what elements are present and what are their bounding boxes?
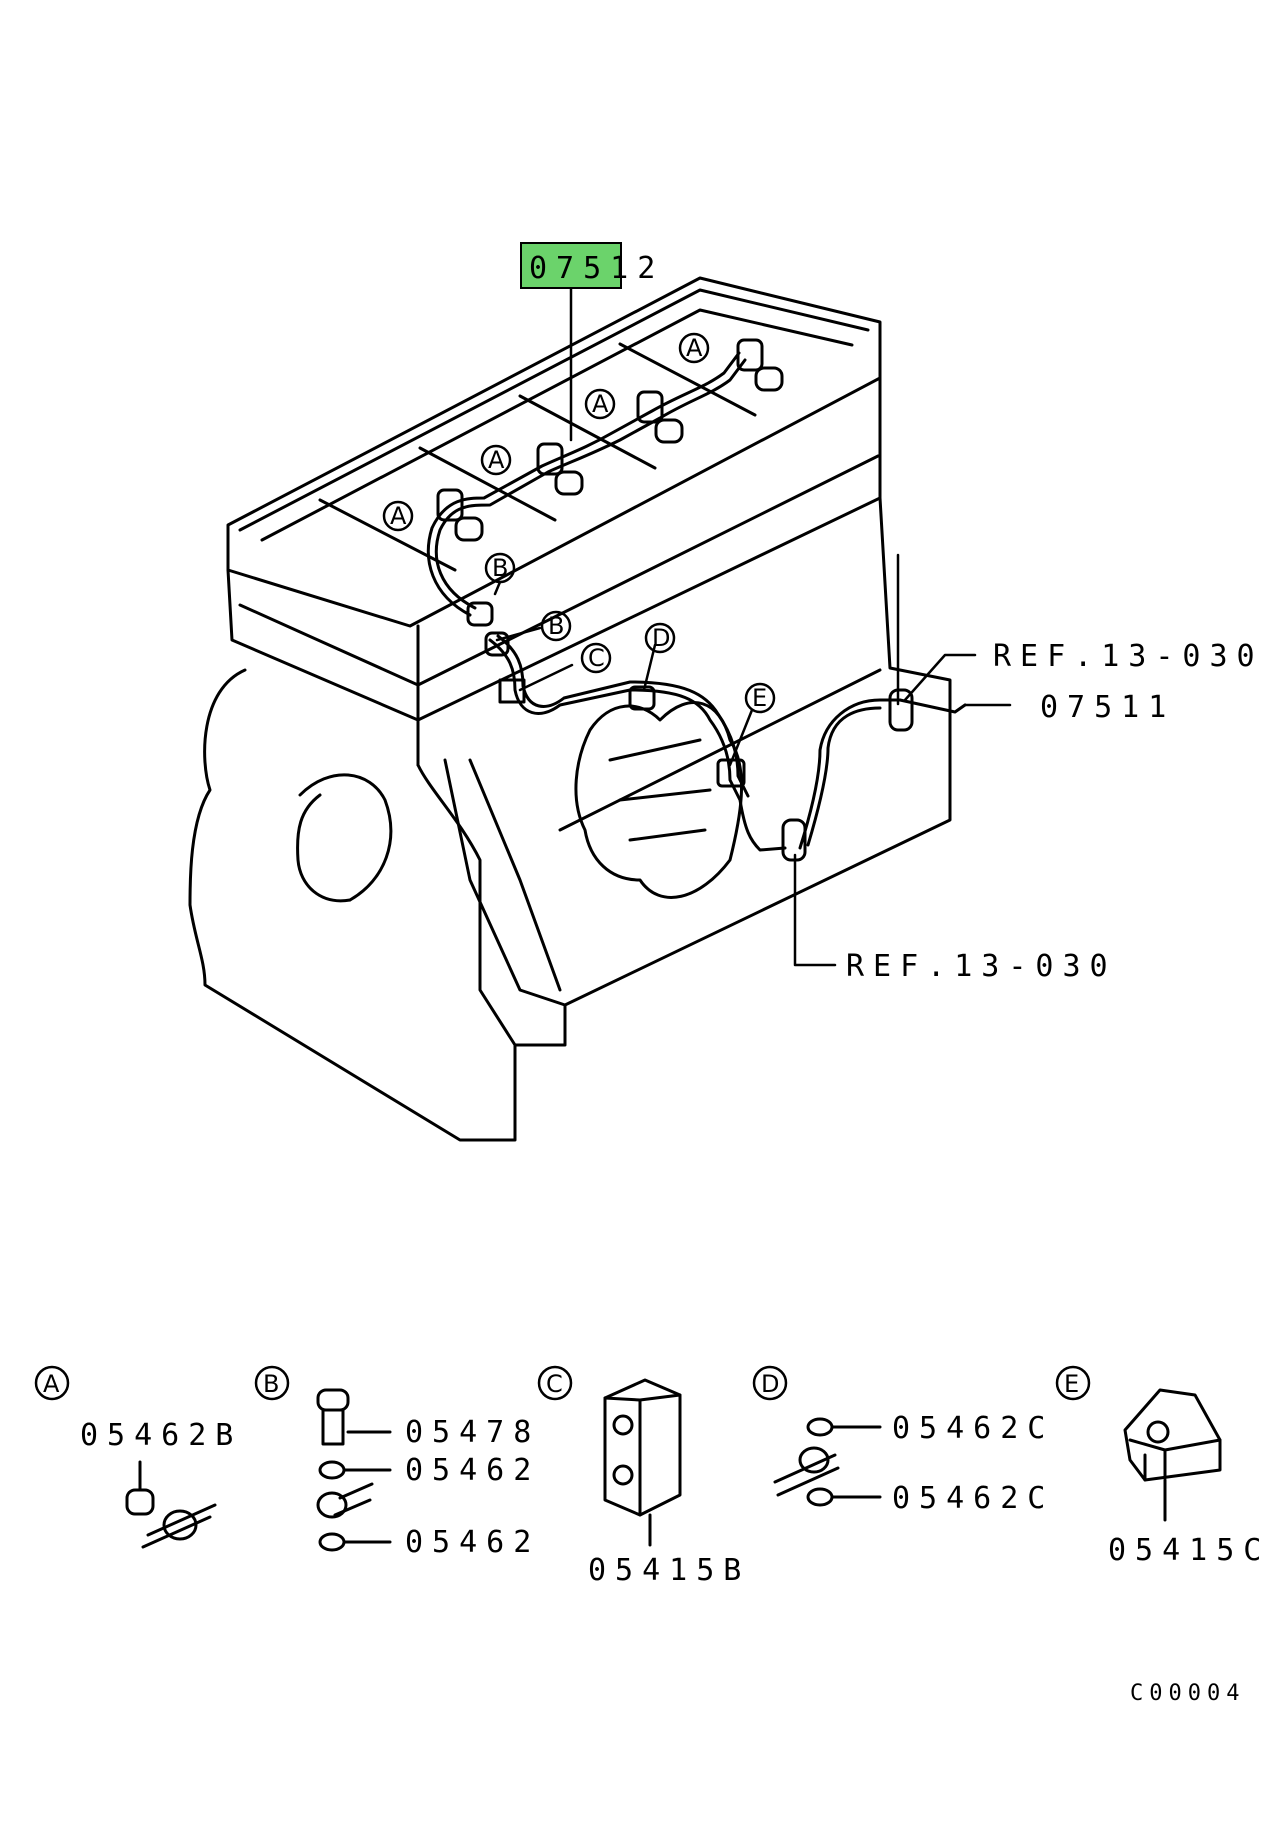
detail-c-letter: C — [546, 1370, 563, 1398]
detail-a-letter: A — [43, 1370, 60, 1398]
detail-b-part-2[interactable]: 05462 — [405, 1453, 540, 1488]
detail-markers — [34, 1365, 1091, 1401]
leader-lines — [493, 280, 1012, 967]
detail-d-part-1[interactable]: 05462C — [892, 1411, 1054, 1446]
fuel-return-pipe — [426, 351, 967, 852]
detail-c-part-1[interactable]: 05415B — [588, 1553, 750, 1588]
marker-c: C — [588, 644, 605, 672]
detail-b-part-3[interactable]: 05462 — [405, 1525, 540, 1560]
pipe-fittings — [466, 601, 914, 862]
marker-d: D — [652, 624, 670, 652]
highlighted-part-box[interactable] — [520, 242, 622, 289]
detail-e-drawing — [1123, 1388, 1222, 1522]
detail-e-letter: E — [1064, 1370, 1079, 1398]
marker-a-2: A — [488, 446, 505, 474]
marker-b-1: B — [492, 554, 508, 582]
detail-a-part-1[interactable]: 05462B — [80, 1418, 242, 1453]
marker-a-3: A — [592, 390, 609, 418]
part-label-07512[interactable]: 07512 — [529, 251, 664, 286]
detail-b-part-1[interactable]: 05478 — [405, 1415, 540, 1450]
figure-code: C00004 — [1130, 1681, 1245, 1706]
detail-d-part-2[interactable]: 05462C — [892, 1481, 1054, 1516]
detail-a-drawing — [125, 1460, 217, 1549]
detail-d-drawing — [773, 1417, 882, 1507]
marker-b-2: B — [548, 612, 564, 640]
engine-markers — [382, 332, 776, 714]
injector-group — [436, 338, 784, 542]
part-label-07511[interactable]: 07511 — [1040, 690, 1175, 725]
marker-a-1: A — [390, 502, 407, 530]
marker-e: E — [752, 684, 767, 712]
detail-b-letter: B — [263, 1370, 279, 1398]
ref-lower-label[interactable]: REF.13-030 — [846, 949, 1117, 984]
detail-c-drawing — [603, 1378, 682, 1547]
detail-b-drawing — [316, 1388, 392, 1552]
detail-e-part-1[interactable]: 05415C — [1108, 1533, 1270, 1568]
marker-a-4: A — [686, 334, 703, 362]
detail-d-letter: D — [761, 1370, 779, 1398]
engine-illustration — [188, 276, 952, 1142]
ref-upper-label[interactable]: REF.13-030 — [993, 639, 1264, 674]
